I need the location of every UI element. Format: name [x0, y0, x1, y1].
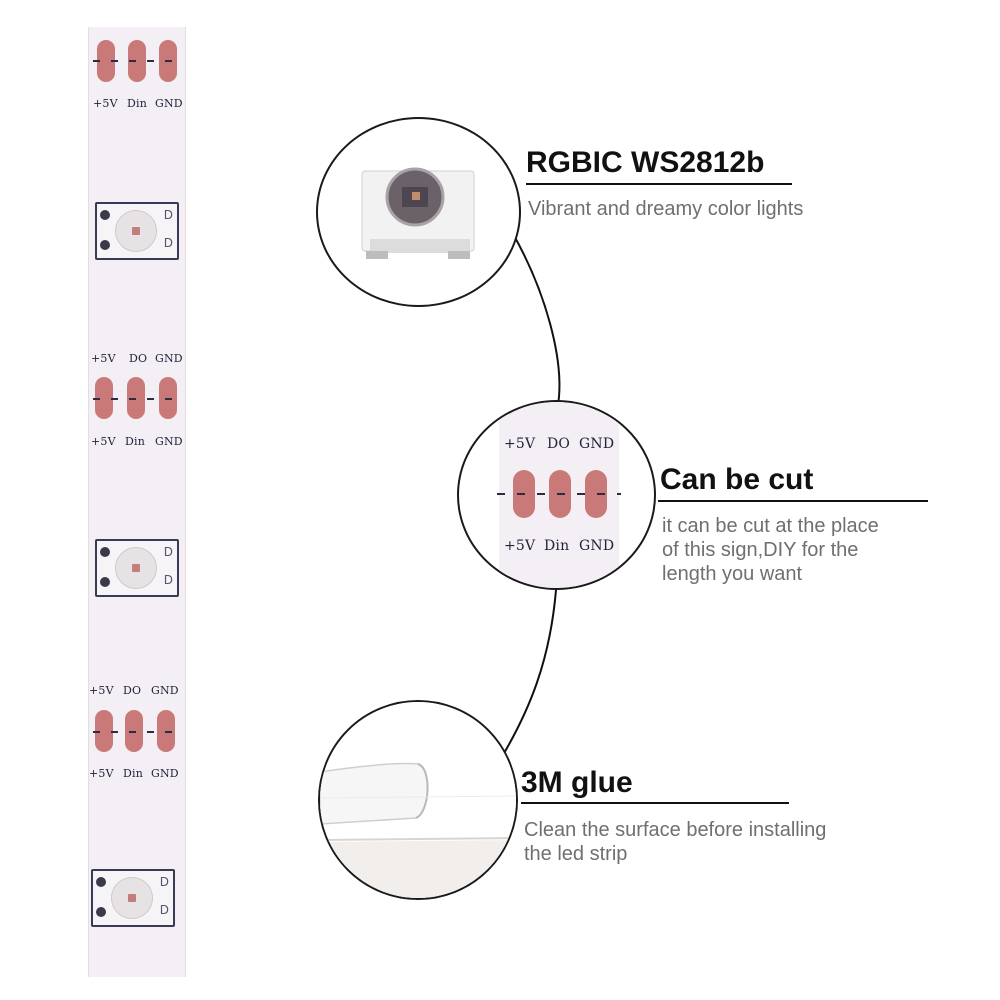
pin-label-gnd: GND — [155, 352, 183, 365]
led-chip: D D — [95, 202, 179, 260]
pin-label-gnd: GND — [155, 435, 183, 448]
pin-label-gnd: GND — [579, 436, 615, 452]
heading-underline — [658, 500, 928, 502]
pin-label-vcc: +5V — [504, 538, 536, 554]
pin-label-vcc: +5V — [91, 352, 116, 365]
feature-description-rgbic: Vibrant and dreamy color lights — [528, 198, 804, 220]
feature-image-cut-mark: +5V DO GND +5V Din GND — [457, 400, 656, 590]
pin-label-gnd: GND — [155, 97, 183, 110]
feature-description-cut: it can be cut at the place of this sign,… — [662, 515, 879, 585]
led-lens — [115, 210, 157, 252]
pin-label-vcc: +5V — [89, 684, 114, 697]
pin-label-din: Din — [123, 767, 144, 780]
pin-label-din: Din — [127, 97, 148, 110]
pin-label-din: Din — [544, 538, 570, 554]
led-chip: D D — [91, 869, 175, 927]
feature-image-adhesive — [318, 700, 518, 900]
pin-label-din: Din — [125, 435, 146, 448]
pin-label-do: DO — [547, 436, 571, 452]
feature-image-led-chip — [316, 117, 521, 307]
pin-label-vcc: +5V — [91, 435, 116, 448]
pin-label-do: DO — [123, 684, 142, 697]
pin-label-vcc: +5V — [93, 97, 118, 110]
cut-line — [93, 398, 181, 400]
led-chip: D D — [95, 539, 179, 597]
pin-label-gnd: GND — [579, 538, 615, 554]
pin-label-do: DO — [129, 352, 148, 365]
pin-label-gnd: GND — [151, 767, 179, 780]
led-strip: +5V Din GND D D +5V DO GND +5V Din GND D… — [88, 27, 186, 977]
feature-title-rgbic: RGBIC WS2812b — [526, 146, 765, 179]
cut-line — [93, 60, 181, 62]
heading-underline — [521, 802, 789, 804]
feature-title-cut: Can be cut — [660, 463, 814, 496]
led-lens — [115, 547, 157, 589]
pin-label-vcc: +5V — [89, 767, 114, 780]
pin-label-vcc: +5V — [504, 436, 536, 452]
led-lens — [111, 877, 153, 919]
pin-label-gnd: GND — [151, 684, 179, 697]
heading-underline — [526, 183, 792, 185]
cut-line — [93, 731, 181, 733]
feature-title-glue: 3M glue — [521, 766, 633, 799]
feature-description-glue: Clean the surface before installing the … — [524, 819, 827, 865]
